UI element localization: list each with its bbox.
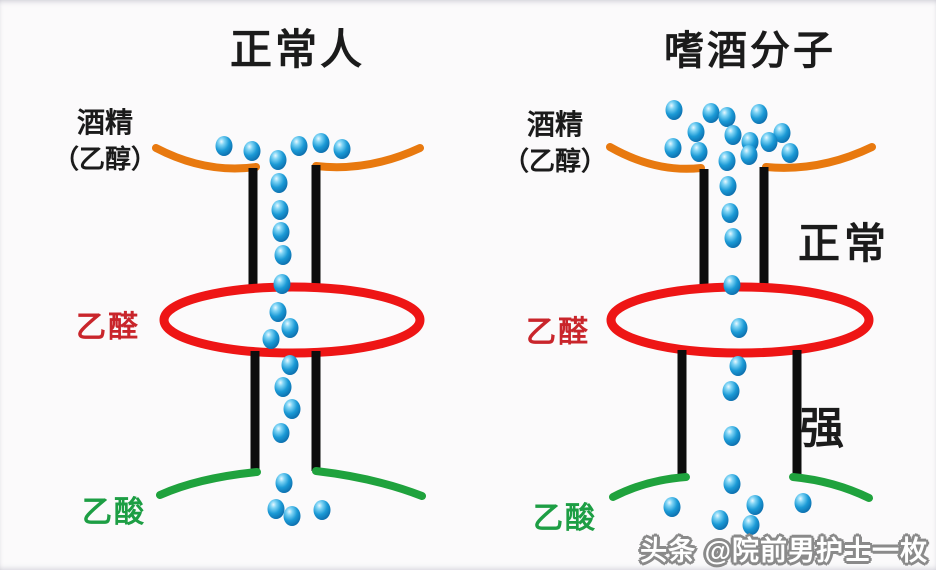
molecule-ball (333, 139, 351, 159)
molecule-ball (711, 510, 729, 530)
molecule-ball (281, 318, 299, 338)
ethanol-label-line1: 酒精 (526, 110, 583, 141)
ethanol-label-line2: （乙醇） (502, 147, 607, 176)
molecule-ball (283, 506, 301, 526)
molecule-ball (723, 426, 741, 446)
acetaldehyde-enzyme-ring (159, 282, 425, 358)
molecule-ball (267, 499, 285, 519)
molecule-ball (270, 173, 288, 193)
molecule-balls-drinker (663, 100, 812, 535)
panel-normal-shapes (152, 133, 426, 526)
molecule-ball (281, 355, 299, 375)
molecule-ball (313, 500, 331, 520)
molecule-balls-normal (215, 133, 351, 526)
acetate-membrane-left-wing (609, 473, 690, 501)
molecule-ball (262, 329, 280, 349)
molecule-ball (730, 318, 748, 338)
ethanol-membrane-left-wing (152, 144, 260, 173)
molecule-ball (290, 136, 308, 156)
molecule-ball (742, 515, 760, 535)
molecule-ball (773, 123, 791, 143)
acetaldehyde-label-drinker: 乙醛 (526, 316, 590, 349)
molecule-ball (722, 381, 740, 401)
ethanol-label-drinker: 酒精 （乙醇） (475, 108, 635, 180)
molecule-ball (723, 275, 741, 295)
molecule-ball (794, 493, 812, 513)
molecule-ball (687, 122, 705, 142)
panel-title-normal: 正常人 (229, 28, 365, 74)
molecule-ball (760, 132, 778, 152)
ethanol-label-line2: （乙醇） (52, 145, 157, 174)
molecule-ball (664, 138, 682, 158)
molecule-ball (746, 495, 764, 515)
acetate-membrane-right-wing (312, 467, 426, 500)
lower-enzyme-note: 强 (800, 404, 848, 453)
acetate-label-drinker: 乙酸 (533, 502, 597, 535)
molecule-ball (724, 125, 742, 145)
upper-enzyme-note: 正常 (798, 222, 891, 268)
molecule-ball (723, 474, 741, 494)
ethanol-membrane-right-wing (762, 143, 876, 172)
panel-drinker-shapes (606, 100, 876, 535)
molecule-ball (718, 107, 736, 127)
molecule-ball (690, 142, 708, 162)
molecule-ball (740, 145, 758, 165)
molecule-ball (750, 104, 768, 124)
acetate-membrane-left-wing (156, 468, 261, 499)
ethanol-label-normal: 酒精 （乙醇） (25, 106, 185, 178)
molecule-ball (275, 473, 293, 493)
panel-title-drinker: 嗜酒分子 (664, 28, 836, 73)
ethanol-label-line1: 酒精 (76, 108, 133, 139)
molecule-ball (781, 143, 799, 163)
molecule-ball (702, 103, 720, 123)
molecule-ball (724, 228, 742, 248)
molecule-ball (274, 377, 292, 397)
molecule-ball (721, 203, 739, 223)
molecule-ball (271, 200, 289, 220)
molecule-ball (243, 141, 261, 161)
molecule-ball (215, 136, 233, 156)
molecule-ball (269, 150, 287, 170)
molecule-ball (273, 274, 291, 294)
molecule-ball (663, 497, 681, 517)
ethanol-membrane-right-wing (312, 144, 424, 172)
molecule-ball (718, 151, 736, 171)
molecule-ball (719, 176, 737, 196)
molecule-ball (272, 423, 290, 443)
molecule-ball (729, 356, 747, 376)
molecule-ball (272, 222, 290, 242)
molecule-ball (665, 100, 683, 120)
acetate-label-normal: 乙酸 (82, 496, 146, 529)
molecule-ball (269, 302, 287, 322)
molecule-ball (283, 399, 301, 419)
molecule-ball (312, 133, 330, 153)
molecule-ball (274, 245, 292, 265)
ethanol-membrane-left-wing (606, 143, 705, 173)
acetate-membrane-right-wing (789, 473, 873, 502)
acetaldehyde-label-normal: 乙醛 (76, 311, 140, 344)
watermark: 头条 @院前男护士一枚 (640, 536, 928, 566)
